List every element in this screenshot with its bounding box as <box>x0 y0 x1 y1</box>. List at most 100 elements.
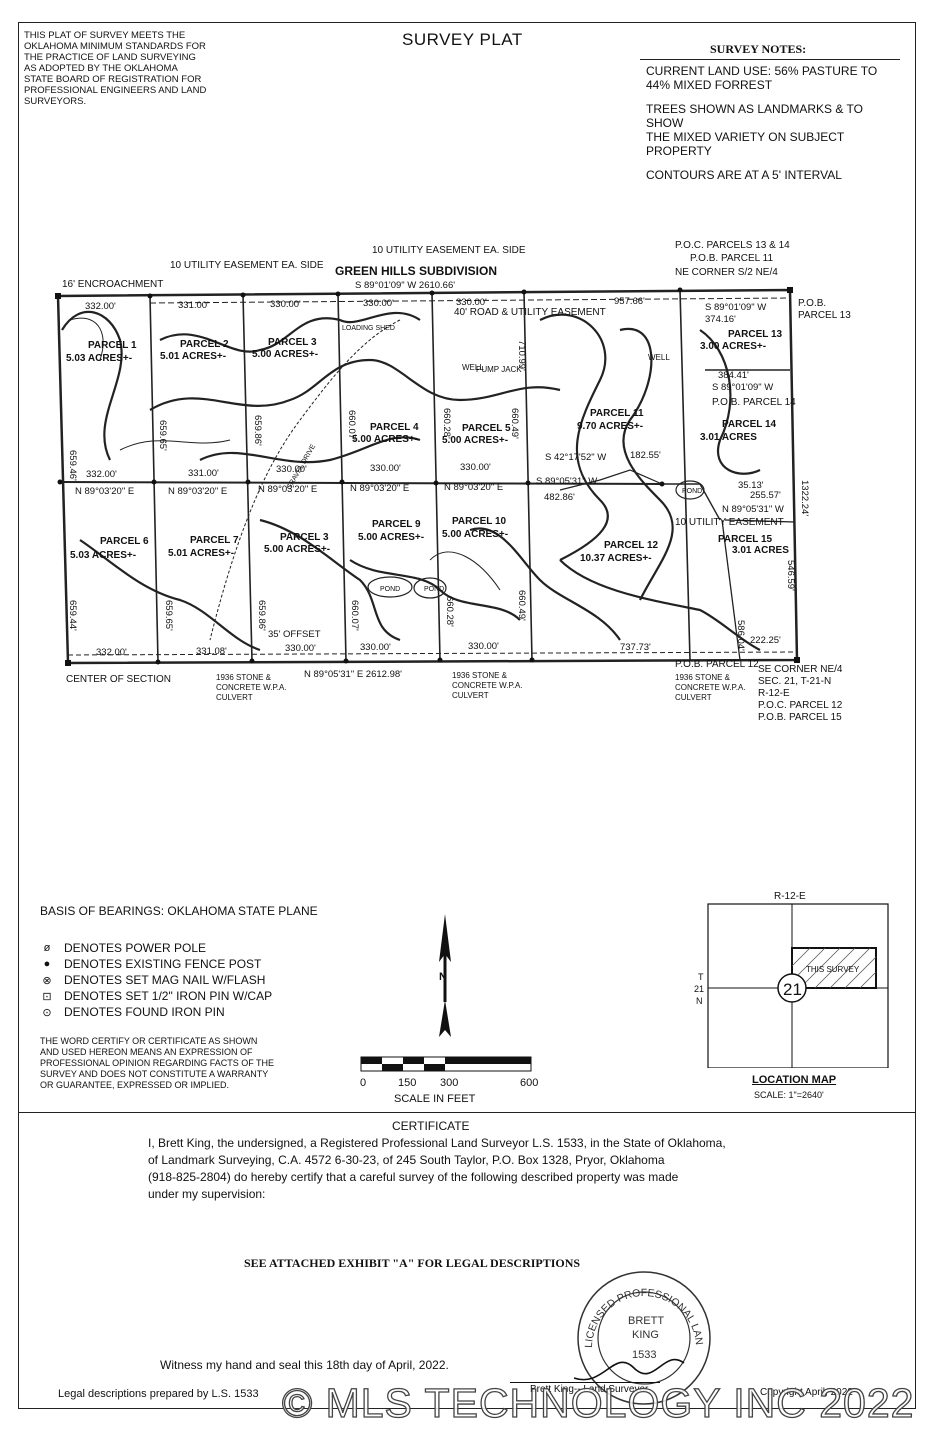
basis-of-bearings: BASIS OF BEARINGS: OKLAHOMA STATE PLANE <box>40 904 318 918</box>
svg-text:PARCEL 14: PARCEL 14 <box>722 419 777 430</box>
svg-text:PARCEL 1: PARCEL 1 <box>88 340 137 351</box>
svg-text:330.00': 330.00' <box>460 462 491 473</box>
svg-text:POND: POND <box>380 586 400 593</box>
svg-text:330.00': 330.00' <box>456 297 487 308</box>
svg-text:3.01 ACRES: 3.01 ACRES <box>700 432 757 443</box>
svg-text:PARCEL 6: PARCEL 6 <box>100 536 149 547</box>
page-frame <box>18 22 916 1409</box>
svg-text:N 89°03'20" E: N 89°03'20" E <box>350 483 409 494</box>
svg-text:957.66': 957.66' <box>614 296 645 307</box>
svg-text:737.73': 737.73' <box>620 642 651 653</box>
svg-text:BRETT: BRETT <box>628 1315 664 1327</box>
svg-text:PARCEL 13: PARCEL 13 <box>798 310 851 321</box>
scale-label: SCALE IN FEET <box>394 1093 476 1105</box>
surveyor-seal-icon: LICENSED PROFESSIONAL LAND SURVEYOR BRET… <box>574 1268 711 1405</box>
svg-text:S 89°05'31" W: S 89°05'31" W <box>536 476 597 487</box>
svg-text:P.O.B. PARCEL 15: P.O.B. PARCEL 15 <box>758 712 842 723</box>
svg-text:SEC. 21, T-21-N: SEC. 21, T-21-N <box>758 676 831 687</box>
svg-text:1936 STONE &: 1936 STONE & <box>452 671 508 680</box>
svg-text:660.49': 660.49' <box>509 408 520 439</box>
certificate-divider <box>18 1112 916 1113</box>
svg-text:10 UTILITY EASEMENT: 10 UTILITY EASEMENT <box>675 517 784 528</box>
svg-text:546.59': 546.59' <box>785 560 796 591</box>
svg-text:P.O.C. PARCEL 12: P.O.C. PARCEL 12 <box>758 700 843 711</box>
svg-text:3.00 ACRES+-: 3.00 ACRES+- <box>700 341 766 352</box>
svg-text:N: N <box>439 971 447 983</box>
svg-text:P.O.C. PARCELS 13 & 14: P.O.C. PARCELS 13 & 14 <box>675 240 790 251</box>
iron-pin-found-icon: ⊙ <box>42 1006 52 1019</box>
svg-text:659.86': 659.86' <box>256 600 267 631</box>
svg-text:5.01 ACRES+-: 5.01 ACRES+- <box>168 548 234 559</box>
svg-text:N 89°05'31" E 2612.98': N 89°05'31" E 2612.98' <box>304 669 402 680</box>
svg-text:10.37 ACRES+-: 10.37 ACRES+- <box>580 553 652 564</box>
svg-text:5.03 ACRES+-: 5.03 ACRES+- <box>70 550 136 561</box>
svg-text:PARCEL 15: PARCEL 15 <box>718 534 773 545</box>
fence-post-icon: ● <box>43 958 51 970</box>
svg-text:3.01 ACRES: 3.01 ACRES <box>732 545 789 556</box>
svg-text:35' OFFSET: 35' OFFSET <box>268 629 321 640</box>
svg-text:332.00': 332.00' <box>85 301 116 312</box>
svg-text:P.O.B.: P.O.B. <box>798 298 826 309</box>
witness-statement: Witness my hand and seal this 18th day o… <box>160 1358 449 1372</box>
svg-text:255.57': 255.57' <box>750 490 781 501</box>
signer: Brett King-- Land Surveyor <box>530 1384 649 1395</box>
scale-bar: 0 150 300 600 SCALE IN FEET <box>360 1056 540 1105</box>
svg-text:PARCEL 9: PARCEL 9 <box>372 519 421 530</box>
svg-text:330.00': 330.00' <box>270 299 301 310</box>
svg-text:182.55': 182.55' <box>630 450 661 461</box>
svg-text:R-12-E: R-12-E <box>758 688 790 699</box>
svg-text:332.00': 332.00' <box>96 647 127 658</box>
svg-text:1533: 1533 <box>632 1349 656 1361</box>
svg-text:332.00': 332.00' <box>86 469 117 480</box>
svg-text:330.00': 330.00' <box>276 464 307 475</box>
svg-text:586.04': 586.04' <box>735 620 746 651</box>
legend-item: ⊙DENOTES FOUND IRON PIN <box>40 1004 340 1020</box>
legend-item: ⊡DENOTES SET 1/2" IRON PIN W/CAP <box>40 988 340 1004</box>
svg-text:PARCEL 3: PARCEL 3 <box>268 337 317 348</box>
svg-text:5.00 ACRES+-: 5.00 ACRES+- <box>442 435 508 446</box>
svg-text:N 89°03'20" E: N 89°03'20" E <box>258 484 317 495</box>
survey-notes-heading: SURVEY NOTES: <box>710 42 807 56</box>
svg-text:N 89°03'20" E: N 89°03'20" E <box>168 486 227 497</box>
svg-text:331.00': 331.00' <box>178 300 209 311</box>
svg-text:S 89°01'09" W 2610.66': S 89°01'09" W 2610.66' <box>355 280 455 291</box>
svg-text:P.O.B. PARCEL 12: P.O.B. PARCEL 12 <box>675 659 759 670</box>
svg-text:POND: POND <box>424 586 444 593</box>
svg-text:PARCEL 11: PARCEL 11 <box>590 408 644 419</box>
survey-plat-map: GREEN HILLS SUBDIVISION 10 UTILITY EASEM… <box>55 240 851 723</box>
survey-notes: SURVEY NOTES: CURRENT LAND USE: 56% PAST… <box>640 42 900 182</box>
svg-text:CONCRETE W.P.A.: CONCRETE W.P.A. <box>675 683 746 692</box>
svg-text:N: N <box>696 996 703 1006</box>
svg-text:5.00 ACRES+-: 5.00 ACRES+- <box>264 544 330 555</box>
signature-line <box>510 1382 660 1383</box>
svg-text:5.01 ACRES+-: 5.01 ACRES+- <box>160 351 226 362</box>
svg-text:PARCEL 10: PARCEL 10 <box>452 516 507 527</box>
svg-text:331.00': 331.00' <box>188 468 219 479</box>
svg-text:1322.24': 1322.24' <box>799 480 810 516</box>
svg-text:S 42°17'52" W: S 42°17'52" W <box>545 452 606 463</box>
svg-text:21: 21 <box>783 980 802 999</box>
svg-text:330.00': 330.00' <box>360 642 391 653</box>
svg-text:330.00': 330.00' <box>363 298 394 309</box>
svg-text:659.86': 659.86' <box>252 415 263 446</box>
svg-text:CONCRETE W.P.A.: CONCRETE W.P.A. <box>216 683 287 692</box>
location-map: R-12-E THIS SURVEY 21 T 21 N <box>690 888 890 1069</box>
svg-text:710.99': 710.99' <box>516 340 527 371</box>
svg-text:330.00': 330.00' <box>468 641 499 652</box>
svg-text:NE CORNER S/2 NE/4: NE CORNER S/2 NE/4 <box>675 267 778 278</box>
svg-text:482.86': 482.86' <box>544 492 575 503</box>
svg-text:P.O.B. PARCEL 11: P.O.B. PARCEL 11 <box>690 253 773 264</box>
svg-text:PARCEL 13: PARCEL 13 <box>728 329 783 340</box>
svg-text:10 UTILITY EASEMENT EA. SIDE: 10 UTILITY EASEMENT EA. SIDE <box>372 245 526 256</box>
svg-text:16' ENCROACHMENT: 16' ENCROACHMENT <box>62 279 163 290</box>
svg-text:21: 21 <box>694 984 704 994</box>
mag-nail-icon: ⊗ <box>42 974 52 987</box>
svg-text:P.O.B. PARCEL 14: P.O.B. PARCEL 14 <box>712 397 796 408</box>
legend-item: ⊗DENOTES SET MAG NAIL W/FLASH <box>40 972 340 988</box>
legend: BASIS OF BEARINGS: OKLAHOMA STATE PLANE … <box>40 904 340 1091</box>
svg-text:PARCEL 2: PARCEL 2 <box>180 339 229 350</box>
svg-text:9.70 ACRES+-: 9.70 ACRES+- <box>577 421 643 432</box>
svg-text:S 89°01'09" W: S 89°01'09" W <box>705 302 766 313</box>
svg-text:S 89°01'09" W: S 89°01'09" W <box>712 382 773 393</box>
svg-text:WELL: WELL <box>462 363 484 372</box>
